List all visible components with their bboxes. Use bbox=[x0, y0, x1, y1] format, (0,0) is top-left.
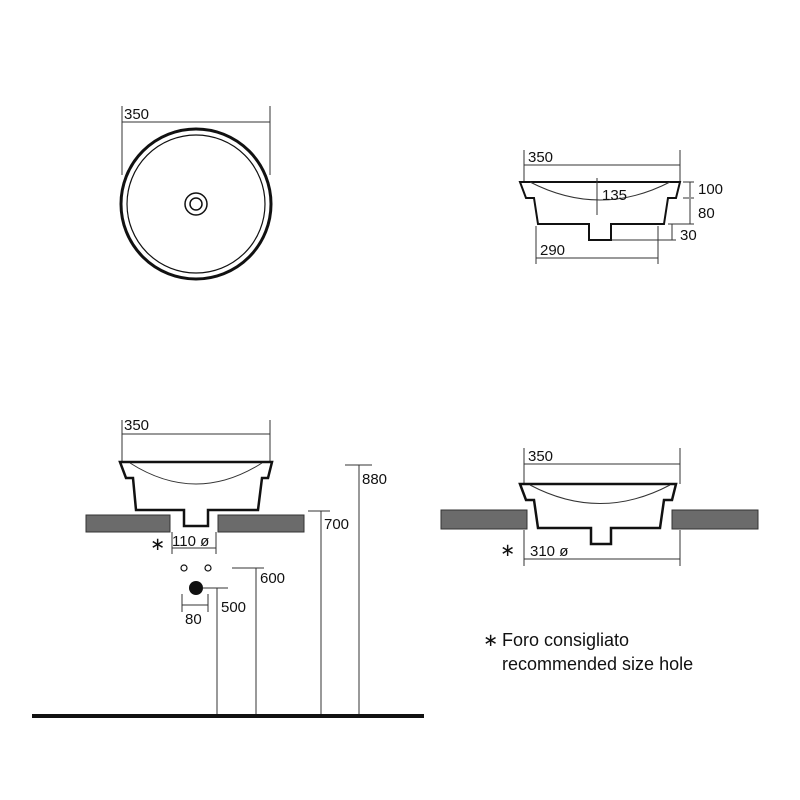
install-right-width-label: 350 bbox=[528, 448, 553, 465]
section-width-label: 350 bbox=[528, 149, 553, 166]
counter-slab-right-view-left bbox=[440, 509, 528, 530]
drain-outer-ring bbox=[184, 192, 208, 216]
legend: ∗ Foro consigliato recommended size hole bbox=[483, 630, 693, 674]
install-left-basin-body bbox=[118, 460, 274, 528]
waste-label: 30 bbox=[680, 227, 697, 244]
basin-outer-rim bbox=[119, 127, 273, 281]
legend-marker: ∗ bbox=[483, 630, 498, 650]
top-view: 350 bbox=[119, 106, 273, 281]
base-width-label: 290 bbox=[540, 242, 565, 259]
counter-slab-left bbox=[85, 514, 171, 533]
counter-height-label: 700 bbox=[324, 516, 349, 533]
water-height-label: 600 bbox=[260, 570, 285, 587]
drain-outlet-icon bbox=[189, 581, 203, 595]
install-left-bowl-curve bbox=[129, 462, 263, 485]
install-left-hole-marker: ∗ bbox=[150, 534, 165, 554]
water-inlet-right-icon bbox=[204, 564, 212, 572]
lower-height-label: 80 bbox=[698, 205, 715, 222]
top-height-label: 880 bbox=[362, 471, 387, 488]
drain-inner-ring bbox=[189, 197, 203, 211]
install-left-view: 350 ∗ 110 ø 80 500 600 700 880 bbox=[32, 417, 424, 718]
install-right-bowl-curve bbox=[529, 484, 671, 504]
install-left-hole-label: 110 ø bbox=[172, 533, 209, 550]
counter-slab-right bbox=[217, 514, 305, 533]
install-left-width-label: 350 bbox=[124, 417, 149, 434]
water-inlet-left-icon bbox=[180, 564, 188, 572]
drain-height-label: 500 bbox=[221, 599, 246, 616]
section-basin-body bbox=[518, 181, 682, 241]
height-label: 100 bbox=[698, 181, 723, 198]
install-right-basin-body bbox=[518, 482, 678, 546]
legend-line-italian: Foro consigliato bbox=[502, 630, 629, 650]
install-right-view: 350 ∗ 310 ø bbox=[440, 448, 759, 566]
inner-depth-label: 135 bbox=[602, 187, 627, 204]
counter-slab-right-view-right bbox=[671, 509, 759, 530]
legend-line-english: recommended size hole bbox=[502, 654, 693, 674]
install-right-hole-label: 310 ø bbox=[530, 543, 568, 560]
section-view: 350 135 100 80 30 290 bbox=[518, 149, 723, 264]
drain-spacing-label: 80 bbox=[185, 611, 202, 628]
basin-inner-rim bbox=[126, 134, 266, 274]
install-right-hole-marker: ∗ bbox=[500, 540, 515, 560]
section-bowl-curve bbox=[529, 181, 671, 201]
top-width-label: 350 bbox=[124, 106, 149, 123]
